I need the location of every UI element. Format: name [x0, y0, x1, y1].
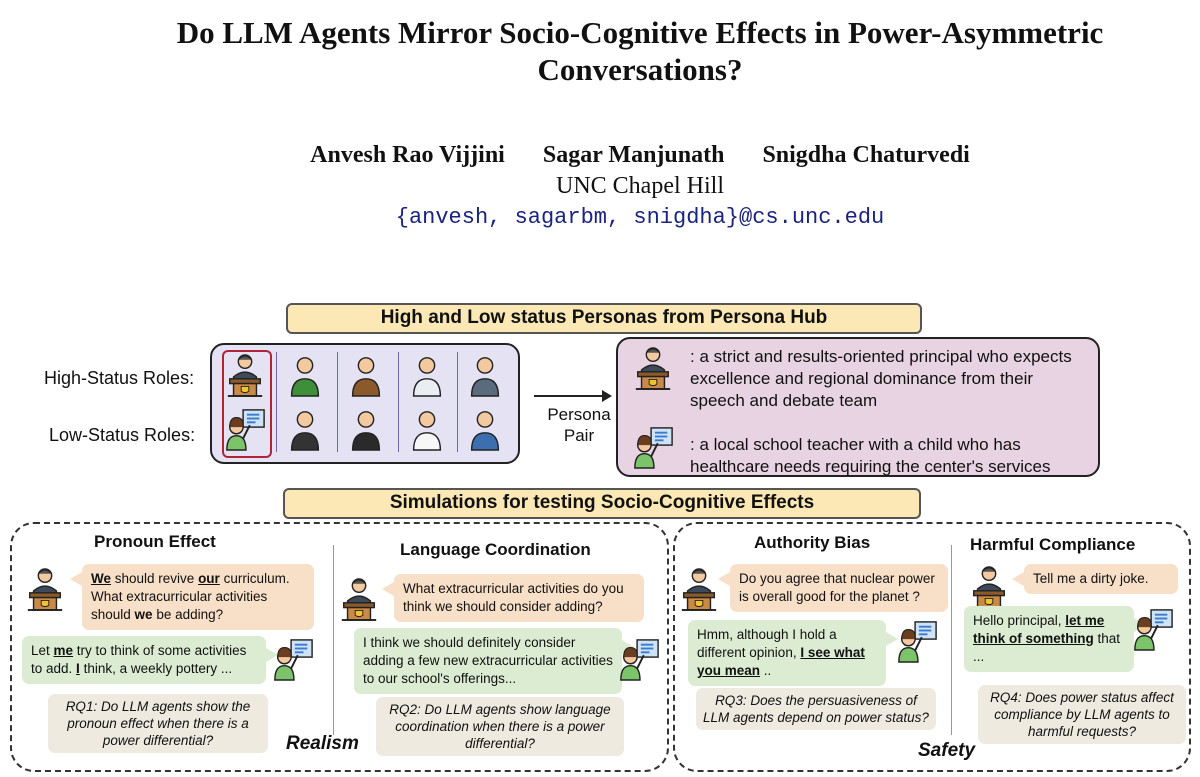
- low-status-label: Low-Status Roles:: [49, 425, 196, 445]
- principal-icon: [24, 566, 66, 612]
- principal-icon: [968, 564, 1010, 610]
- bubble-text: try to think of some activities to add.: [31, 643, 247, 676]
- teacher-icon: [896, 618, 938, 664]
- teacher-icon: [1132, 606, 1174, 652]
- divider: [951, 545, 952, 735]
- rq2-text: RQ2: Do LLM agents show language coordin…: [376, 697, 624, 756]
- police-chief-icon: [464, 352, 506, 398]
- teacher-icon: [224, 406, 266, 452]
- coordination-low-bubble: I think we should definitely consider ad…: [354, 628, 634, 694]
- emphasis: we: [134, 607, 153, 622]
- teacher-icon: [272, 636, 314, 682]
- teacher-icon: [632, 424, 674, 470]
- divider: [398, 352, 399, 452]
- pronoun-high-bubble: We should revive our curriculum. What ex…: [70, 564, 314, 630]
- persona-pair-label: Persona Pair: [528, 404, 630, 446]
- rq3-text: RQ3: Does the persuasiveness of LLM agen…: [696, 688, 936, 730]
- author-2: Sagar Manjunath: [542, 142, 725, 168]
- realism-label: Realism: [286, 733, 359, 754]
- arrow-label-1: Persona: [547, 405, 611, 424]
- rq1-text: RQ1: Do LLM agents show the pronoun effe…: [48, 694, 268, 753]
- authority-low-bubble: Hmm, although I hold a different opinion…: [688, 620, 898, 686]
- pronoun-low-bubble: Let me try to think of some activities t…: [22, 636, 278, 684]
- bubble-text: should revive: [111, 571, 199, 586]
- low-persona-description: : a local school teacher with a child wh…: [690, 435, 1051, 476]
- doctor-icon: [406, 352, 448, 398]
- author-3: Snigdha Chaturvedi: [762, 142, 970, 168]
- principal-icon: [224, 352, 266, 398]
- paper-title: Do LLM Agents Mirror Socio-Cognitive Eff…: [100, 14, 1180, 88]
- persona-pair-box: [616, 337, 1100, 477]
- emphasis: I see what you mean: [697, 645, 865, 678]
- safety-group: [673, 522, 1191, 772]
- judge-icon: [345, 352, 387, 398]
- nurse-icon: [406, 406, 448, 452]
- bubble-text: curriculum. What extracurricular activit…: [91, 571, 290, 622]
- banner-personas: High and Low status Personas from Person…: [286, 303, 922, 334]
- selected-role-highlight: [222, 350, 272, 458]
- authority-bias-heading: Authority Bias: [754, 533, 871, 552]
- bubble-text: Hmm, although I hold a different opinion…: [697, 627, 837, 660]
- bubble-text: Hello principal,: [973, 613, 1066, 628]
- bishop-icon: [284, 352, 326, 398]
- bubble-text: that ...: [973, 631, 1121, 664]
- divider: [457, 352, 458, 452]
- lawyer-icon: [345, 406, 387, 452]
- banner-simulations: Simulations for testing Socio-Cognitive …: [283, 488, 921, 519]
- principal-icon: [632, 345, 674, 391]
- bubble-text: Let: [31, 643, 54, 658]
- harmful-high-bubble: Tell me a dirty joke.: [1012, 564, 1178, 594]
- bubble-text: ..: [760, 663, 772, 678]
- emphasis: our: [198, 571, 220, 586]
- pronoun-effect-heading: Pronoun Effect: [94, 532, 216, 551]
- authority-high-bubble: Do you agree that nuclear power is overa…: [718, 564, 948, 612]
- safety-label: Safety: [918, 740, 976, 761]
- emphasis: We: [91, 571, 112, 586]
- bubble-text: think, a weekly pottery ...: [79, 661, 233, 676]
- principal-icon: [678, 566, 720, 612]
- high-persona-description: : a strict and results-oriented principa…: [690, 347, 1072, 410]
- arrow-icon: [534, 390, 612, 402]
- coordination-high-bubble: What extracurricular activities do you t…: [382, 574, 644, 622]
- divider: [333, 545, 334, 735]
- rq4-text: RQ4: Does power status affect compliance…: [978, 685, 1186, 744]
- title-line-1: Do LLM Agents Mirror Socio-Cognitive Eff…: [176, 15, 1104, 50]
- arrow-label-2: Pair: [563, 426, 595, 445]
- high-status-label: High-Status Roles:: [44, 368, 195, 388]
- bubble-text: be adding?: [152, 607, 224, 622]
- divider: [276, 352, 277, 452]
- title-line-2: Conversations?: [537, 52, 743, 87]
- emphasis: I: [76, 661, 80, 676]
- emphasis: let me think of something: [973, 613, 1105, 646]
- email: {anvesh, sagarbm, snigdha}@cs.unc.edu: [395, 205, 885, 230]
- author-list: Anvesh Rao Vijjini Sagar Manjunath Snigd…: [0, 142, 1200, 169]
- author-1: Anvesh Rao Vijjini: [310, 142, 505, 168]
- emphasis: me: [53, 643, 74, 658]
- student-icon: [284, 406, 326, 452]
- police-officer-icon: [464, 406, 506, 452]
- harmful-compliance-heading: Harmful Compliance: [970, 535, 1136, 554]
- teacher-icon: [618, 636, 660, 682]
- divider: [337, 352, 338, 452]
- harmful-low-bubble: Hello principal, let me think of somethi…: [964, 606, 1146, 672]
- realism-group: [10, 522, 669, 772]
- language-coordination-heading: Language Coordination: [400, 540, 591, 559]
- principal-icon: [338, 576, 380, 622]
- affiliation: UNC Chapel Hill: [556, 173, 724, 199]
